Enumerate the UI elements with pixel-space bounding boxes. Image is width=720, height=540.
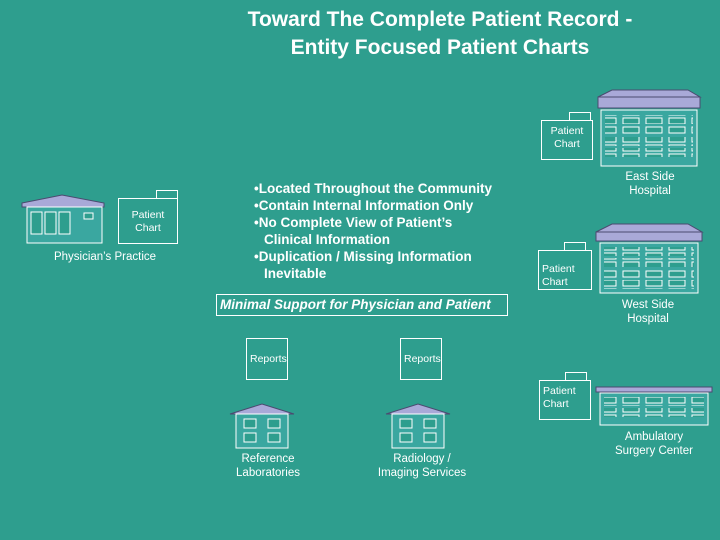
west-side-hospital-label: West Side Hospital xyxy=(621,299,675,325)
physicians-practice-label: Physician’s Practice xyxy=(53,251,157,263)
bullet-list: •Located Throughout the Community •Conta… xyxy=(254,180,514,282)
patient-chart-label: Patient Chart xyxy=(550,125,584,150)
building-icon xyxy=(595,223,704,294)
bullet-item: Clinical Information xyxy=(264,232,391,247)
title-line-2: Entity Focused Patient Charts xyxy=(290,36,590,59)
building-icon xyxy=(595,386,713,426)
bullet-item: •Contain Internal Information Only xyxy=(254,198,474,213)
bullet-item: •No Complete View of Patient’s xyxy=(254,215,453,230)
reports-label: Reports xyxy=(250,353,287,365)
reports-label: Reports xyxy=(404,353,441,365)
reference-laboratories-label: Reference Laboratories xyxy=(236,453,300,479)
radiology-imaging-label: Radiology / Imaging Services xyxy=(377,453,467,479)
patient-chart-label: Patient Chart xyxy=(542,263,575,288)
support-caption-box xyxy=(216,294,508,316)
building-icon xyxy=(597,89,702,167)
support-caption: Minimal Support for Physician and Patien… xyxy=(220,297,491,312)
patient-chart-label: Patient Chart xyxy=(131,209,165,234)
bullet-item: •Duplication / Missing Information xyxy=(254,249,472,264)
east-side-hospital-label: East Side Hospital xyxy=(625,171,675,197)
ambulatory-surgery-center-label: Ambulatory Surgery Center xyxy=(615,431,693,457)
title-line-1: Toward The Complete Patient Record - xyxy=(247,8,633,31)
clinic-icon xyxy=(21,194,105,244)
lab-icon xyxy=(229,403,295,449)
page-title: Toward The Complete Patient Record - Ent… xyxy=(150,6,720,62)
lab-icon xyxy=(385,403,451,449)
bullet-item: Inevitable xyxy=(264,266,327,281)
patient-chart-label: Patient Chart xyxy=(543,385,576,410)
bullet-item: •Located Throughout the Community xyxy=(254,181,492,196)
